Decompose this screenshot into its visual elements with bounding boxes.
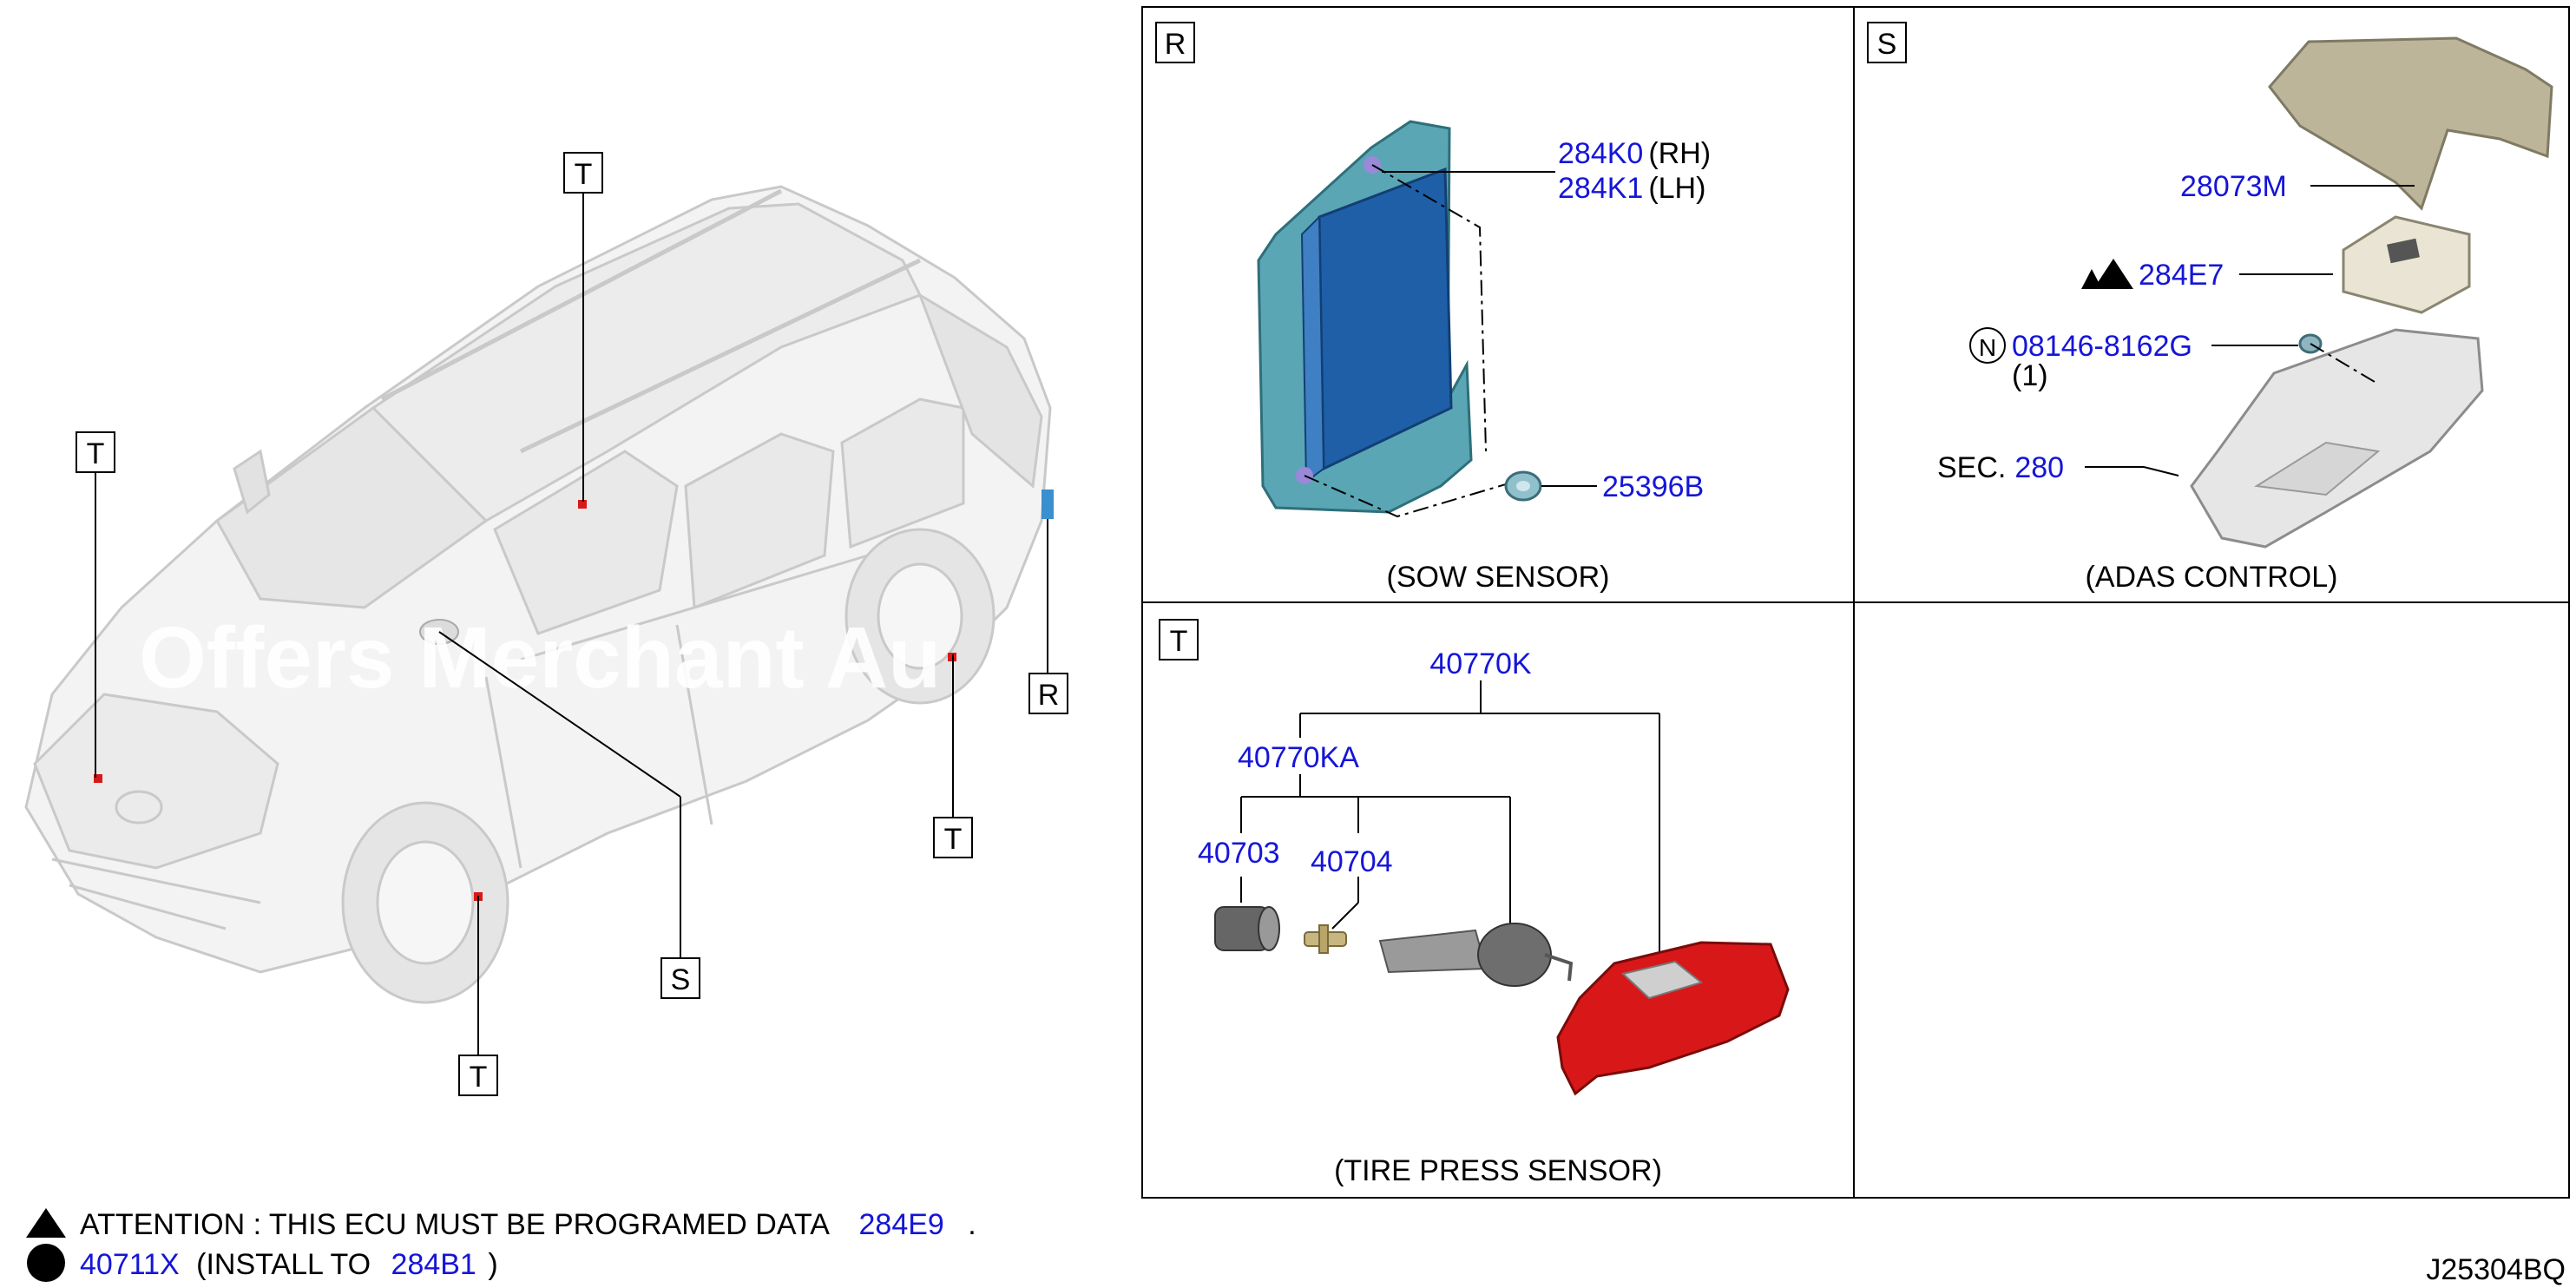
callout-r[interactable]: R xyxy=(1028,673,1068,714)
sow-sensor-mark xyxy=(1042,490,1054,519)
part-40704[interactable]: 40704 xyxy=(1311,845,1393,878)
svg-text:R: R xyxy=(1165,28,1186,61)
part-28073m[interactable]: 28073M xyxy=(2180,170,2287,203)
svg-text:R: R xyxy=(1038,679,1060,712)
vehicle-illustration xyxy=(24,185,1052,1004)
callout-t-left[interactable]: T xyxy=(76,431,115,473)
callout-t-top[interactable]: T xyxy=(563,152,603,194)
callout-s[interactable]: S xyxy=(660,957,700,999)
part-25396b[interactable]: 25396B xyxy=(1602,470,1704,503)
n-symbol xyxy=(1969,327,2006,364)
valve-stem[interactable] xyxy=(1378,923,1574,987)
part-284k1[interactable]: 284K1 xyxy=(1558,172,1643,205)
caption-adas-control: (ADAS CONTROL) xyxy=(2086,561,2338,594)
part-284k0[interactable]: 284K0 xyxy=(1558,137,1643,170)
attention-text: ATTENTION : THIS ECU MUST BE PROGRAMED D… xyxy=(80,1208,830,1241)
notes: ATTENTION : THIS ECU MUST BE PROGRAMED D… xyxy=(26,1208,976,1282)
part-284e7[interactable]: 284E7 xyxy=(2139,259,2224,292)
svg-text:ATTENTION : THIS ECU MUST BE P: ATTENTION : THIS ECU MUST BE PROGRAMED D… xyxy=(80,1208,976,1241)
svg-text:T: T xyxy=(1170,625,1188,658)
caption-sow-sensor: (SOW SENSOR) xyxy=(1387,561,1610,594)
nut-25396b[interactable] xyxy=(1504,470,1542,502)
valve-cap[interactable] xyxy=(1214,906,1280,951)
callout-t-bottom[interactable]: T xyxy=(458,1055,498,1096)
part-284b1[interactable]: 284B1 xyxy=(391,1248,476,1281)
part-284e9[interactable]: 284E9 xyxy=(859,1208,944,1241)
diagram-code: J25304BQ xyxy=(2426,1253,2566,1286)
link-sec-280[interactable]: 280 xyxy=(2014,451,2064,484)
part-40770ka[interactable]: 40770KA xyxy=(1238,741,1359,774)
adas-bracket[interactable] xyxy=(2190,328,2484,549)
svg-text:T: T xyxy=(87,437,105,470)
svg-text:284K1(LH): 284K1(LH) xyxy=(1558,172,1705,205)
panel-t: T 40770K 40770KA 40703 40704 xyxy=(1159,619,1790,1187)
svg-text:S: S xyxy=(671,963,691,996)
panel-r: R 284K0(RH) 284K1(LH) 25396B (SOW SENSOR… xyxy=(1155,22,1711,594)
attention-triangle xyxy=(26,1208,66,1238)
svg-text:N: N xyxy=(1979,334,1996,361)
part-40711x[interactable]: 40711X xyxy=(80,1248,180,1281)
svg-text:T: T xyxy=(944,823,963,856)
svg-text:(1): (1) xyxy=(2012,359,2048,392)
watermark: Offers Merchant Au xyxy=(139,609,941,706)
callout-t-right[interactable]: T xyxy=(933,817,973,858)
tire-sensor-mark-top xyxy=(578,500,587,509)
part-40770k[interactable]: 40770K xyxy=(1429,647,1532,680)
svg-text:T: T xyxy=(470,1061,488,1094)
panel-s: S 28073M 284E7 N 08146-8162G (1) SEC.280… xyxy=(1867,22,2553,594)
svg-text:SEC.280: SEC.280 xyxy=(1937,451,2064,484)
part-08146-8162g[interactable]: 08146-8162G xyxy=(2012,330,2192,363)
adas-ecu[interactable] xyxy=(2342,215,2471,314)
part-40703[interactable]: 40703 xyxy=(1198,837,1280,870)
svg-text:284K0(RH): 284K0(RH) xyxy=(1558,137,1711,170)
valve-core[interactable] xyxy=(1304,924,1347,954)
adas-cover[interactable] xyxy=(2268,36,2553,211)
tire-pressure-sensor[interactable] xyxy=(1556,941,1790,1096)
panel-grid xyxy=(1141,6,2570,1199)
caption-tire-press-sensor: (TIRE PRESS SENSOR) xyxy=(1334,1154,1662,1187)
svg-text:S: S xyxy=(1877,28,1897,61)
svg-text:40711X (INSTALL TO: 40711X (INSTALL TO 284B1 ) xyxy=(80,1248,498,1281)
svg-text:T: T xyxy=(575,158,593,191)
bullet-circle xyxy=(27,1244,65,1282)
tire-sensor-mark-fl xyxy=(94,774,102,783)
